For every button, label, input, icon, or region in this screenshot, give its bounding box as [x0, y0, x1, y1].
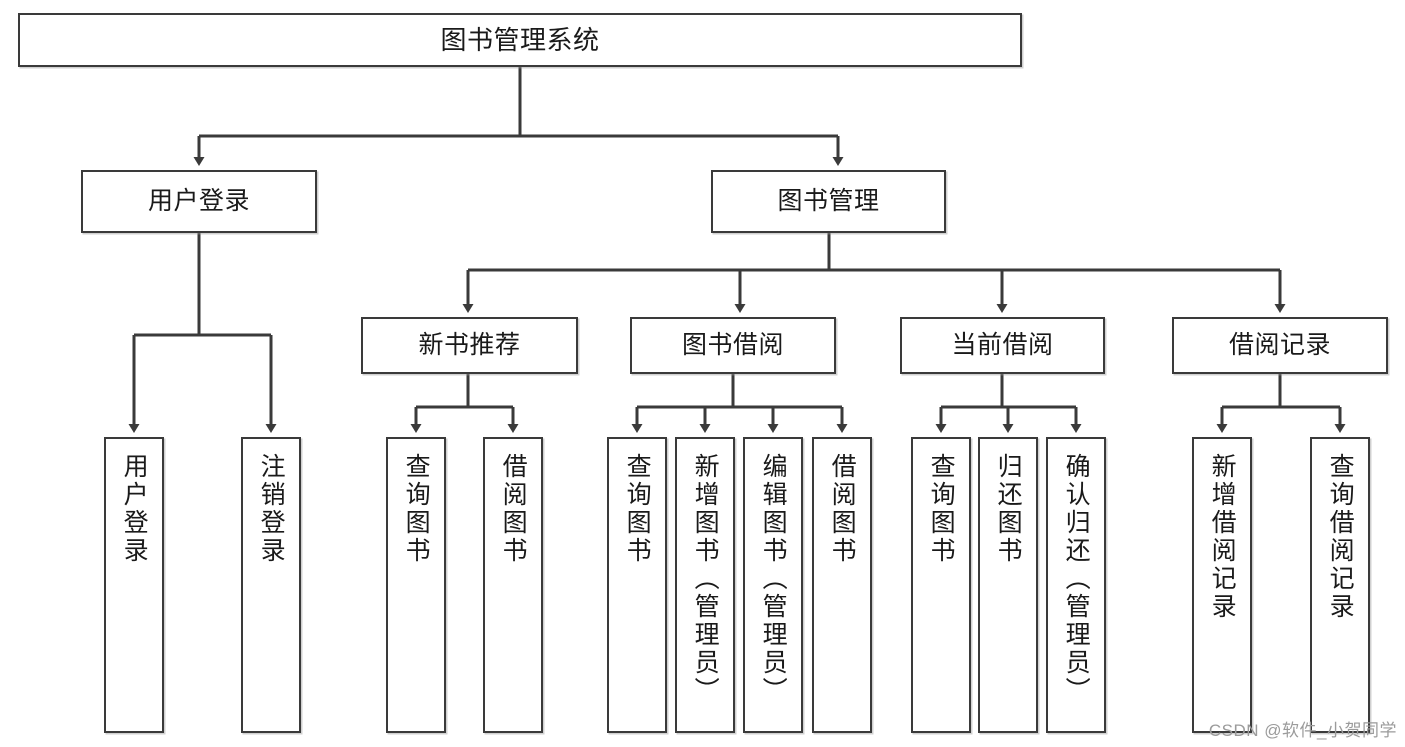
watermark: CSDN @软件_小贺同学	[1208, 721, 1397, 740]
leaf-current-confirm-return-admin[interactable]: 确认归还（管理员）	[1046, 437, 1106, 733]
node-label: 借阅图书	[828, 453, 857, 565]
leaf-current-query-book[interactable]: 查询图书	[911, 437, 971, 733]
leaf-current-return-book[interactable]: 归还图书	[978, 437, 1038, 733]
leaf-record-query-record[interactable]: 查询借阅记录	[1310, 437, 1370, 733]
node-label: 查询图书	[623, 453, 652, 565]
node-borrow-record[interactable]: 借阅记录	[1172, 317, 1388, 374]
node-label: 图书管理系统	[440, 24, 600, 55]
node-label: 图书借阅	[681, 330, 784, 359]
node-label: 确认归还（管理员）	[1062, 453, 1091, 705]
leaf-record-add-record[interactable]: 新增借阅记录	[1192, 437, 1252, 733]
leaf-recommend-query-book[interactable]: 查询图书	[386, 437, 446, 733]
node-label: 查询图书	[402, 453, 431, 565]
node-label: 当前借阅	[951, 330, 1054, 359]
node-label: 注销登录	[257, 453, 286, 565]
leaf-recommend-borrow-book[interactable]: 借阅图书	[483, 437, 543, 733]
node-label: 新书推荐	[418, 330, 521, 359]
node-label: 查询图书	[927, 453, 956, 565]
node-book-management[interactable]: 图书管理	[711, 170, 946, 233]
leaf-user-logout[interactable]: 注销登录	[241, 437, 301, 733]
node-root-system[interactable]: 图书管理系统	[18, 13, 1022, 67]
leaf-borrow-edit-book-admin[interactable]: 编辑图书（管理员）	[743, 437, 803, 733]
leaf-user-login[interactable]: 用户登录	[104, 437, 164, 733]
node-label: 新增借阅记录	[1208, 453, 1237, 621]
node-label: 图书管理	[777, 186, 880, 215]
node-label: 用户登录	[120, 453, 149, 565]
node-current-borrow[interactable]: 当前借阅	[900, 317, 1105, 374]
node-label: 借阅图书	[499, 453, 528, 565]
leaf-borrow-query-book[interactable]: 查询图书	[607, 437, 667, 733]
node-book-borrow[interactable]: 图书借阅	[630, 317, 836, 374]
node-new-book-recommend[interactable]: 新书推荐	[361, 317, 578, 374]
node-label: 编辑图书（管理员）	[759, 453, 788, 705]
node-label: 借阅记录	[1228, 330, 1331, 359]
leaf-borrow-add-book-admin[interactable]: 新增图书（管理员）	[675, 437, 735, 733]
node-user-login[interactable]: 用户登录	[81, 170, 317, 233]
node-label: 用户登录	[147, 186, 250, 215]
node-label: 查询借阅记录	[1326, 453, 1355, 621]
node-label: 新增图书（管理员）	[691, 453, 720, 705]
leaf-borrow-borrow-book[interactable]: 借阅图书	[812, 437, 872, 733]
node-label: 归还图书	[994, 453, 1023, 565]
